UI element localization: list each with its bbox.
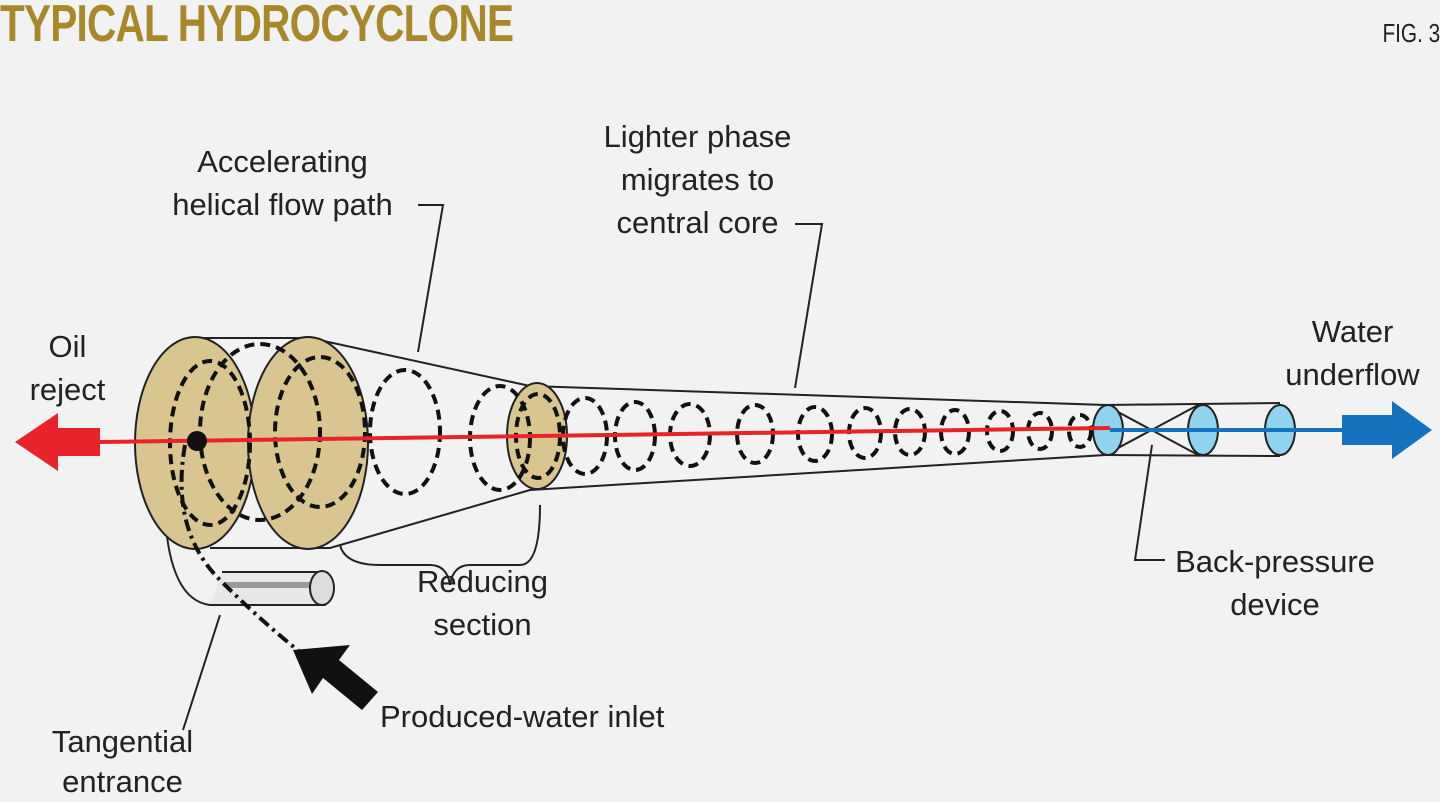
oil-reject-arrow [15, 413, 100, 471]
label-accelerating-helical: Accelerating helical flow path [150, 140, 415, 226]
label-water-underflow: Water underflow [1270, 310, 1435, 396]
label-leader-lines [182, 204, 1165, 731]
figure-title: TYPICAL HYDROCYCLONE [0, 0, 514, 53]
oil-core-line [99, 426, 1111, 444]
label-reducing-section: Reducing section [395, 560, 570, 646]
label-lighter-phase: Lighter phase migrates to central core [580, 115, 815, 244]
lighter-line1: Lighter phase [603, 119, 792, 154]
label-tangential-entrance: Tangential entrance [35, 722, 210, 802]
tangential-line2: entrance [62, 764, 183, 799]
inlet-chamber-disc-front [247, 336, 369, 550]
label-oil-reject: Oil reject [10, 325, 125, 411]
oil-line2: reject [29, 372, 106, 407]
label-produced-water-inlet: Produced-water inlet [380, 699, 665, 734]
reducing-line2: section [433, 607, 532, 642]
lighter-line2: migrates to [620, 162, 775, 197]
accelerating-line1: Accelerating [197, 144, 368, 179]
accelerating-line2: helical flow path [172, 187, 393, 222]
lighter-line3: central core [616, 205, 779, 240]
water-underflow-arrow [1342, 401, 1432, 459]
produced-water-inlet-arrow [293, 645, 378, 710]
oil-outlet-dot [187, 431, 207, 451]
water-line1: Water [1311, 314, 1394, 349]
backpressure-line1: Back-pressure [1175, 544, 1375, 579]
inlet-flow-line [179, 444, 302, 654]
tangential-line1: Tangential [51, 724, 194, 759]
reducing-line1: Reducing [417, 564, 548, 599]
backpressure-line2: device [1230, 587, 1320, 622]
label-back-pressure-device: Back-pressure device [1160, 540, 1390, 626]
oil-line1: Oil [48, 329, 87, 364]
figure-number: FIG. 3 [1382, 18, 1440, 48]
water-line2: underflow [1285, 357, 1420, 392]
